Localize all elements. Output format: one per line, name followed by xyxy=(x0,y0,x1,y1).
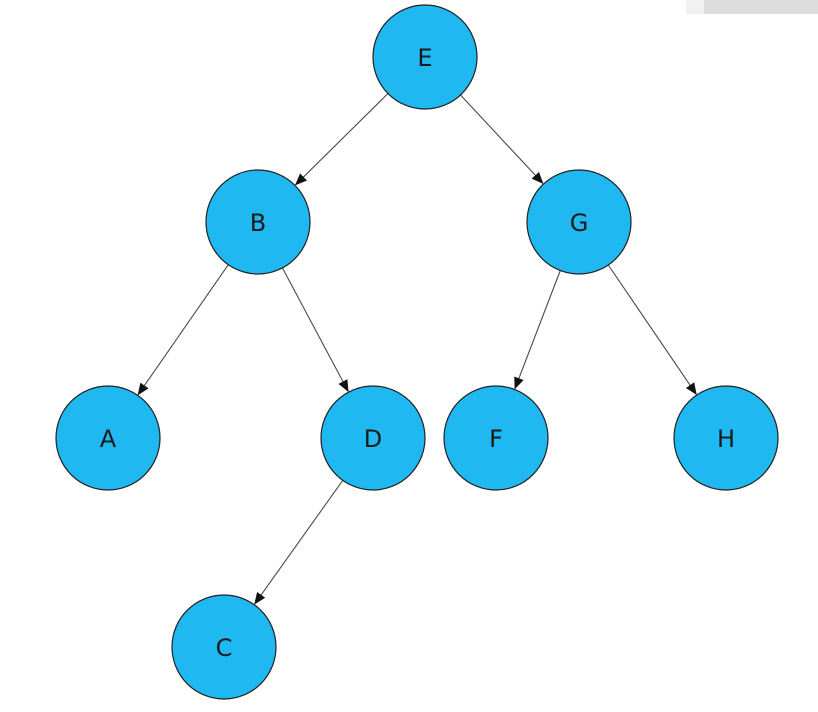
edge-b-a xyxy=(137,264,229,396)
node-circle-g xyxy=(526,169,632,275)
edge-e-b xyxy=(294,93,389,186)
tree-node-a[interactable]: A xyxy=(55,385,161,491)
tree-node-h[interactable]: H xyxy=(673,385,779,491)
tree-node-g[interactable]: G xyxy=(526,169,632,275)
node-label-d: D xyxy=(364,425,382,453)
node-label-a: A xyxy=(100,425,117,453)
node-circle-d xyxy=(320,385,426,491)
node-circle-h xyxy=(673,385,779,491)
node-label-e: E xyxy=(417,44,432,72)
edge-g-f xyxy=(514,270,561,390)
window-corner-bar-inner xyxy=(704,0,818,14)
node-circle-e xyxy=(372,4,478,110)
edges-layer xyxy=(137,93,697,605)
node-label-b: B xyxy=(250,209,266,237)
tree-node-c[interactable]: C xyxy=(171,594,277,700)
edge-g-h xyxy=(607,264,697,396)
node-label-g: G xyxy=(570,209,589,237)
tree-node-e[interactable]: E xyxy=(372,4,478,110)
tree-node-f[interactable]: F xyxy=(443,385,549,491)
node-label-f: F xyxy=(489,425,503,453)
edge-b-d xyxy=(281,267,349,393)
node-label-h: H xyxy=(717,425,735,453)
edge-d-c xyxy=(254,479,344,605)
tree-node-d[interactable]: D xyxy=(320,385,426,491)
node-circle-c xyxy=(171,594,277,700)
edge-e-g xyxy=(460,94,544,185)
node-circle-f xyxy=(443,385,549,491)
node-label-c: C xyxy=(216,634,233,662)
tree-node-b[interactable]: B xyxy=(205,169,311,275)
node-circle-a xyxy=(55,385,161,491)
node-circle-b xyxy=(205,169,311,275)
